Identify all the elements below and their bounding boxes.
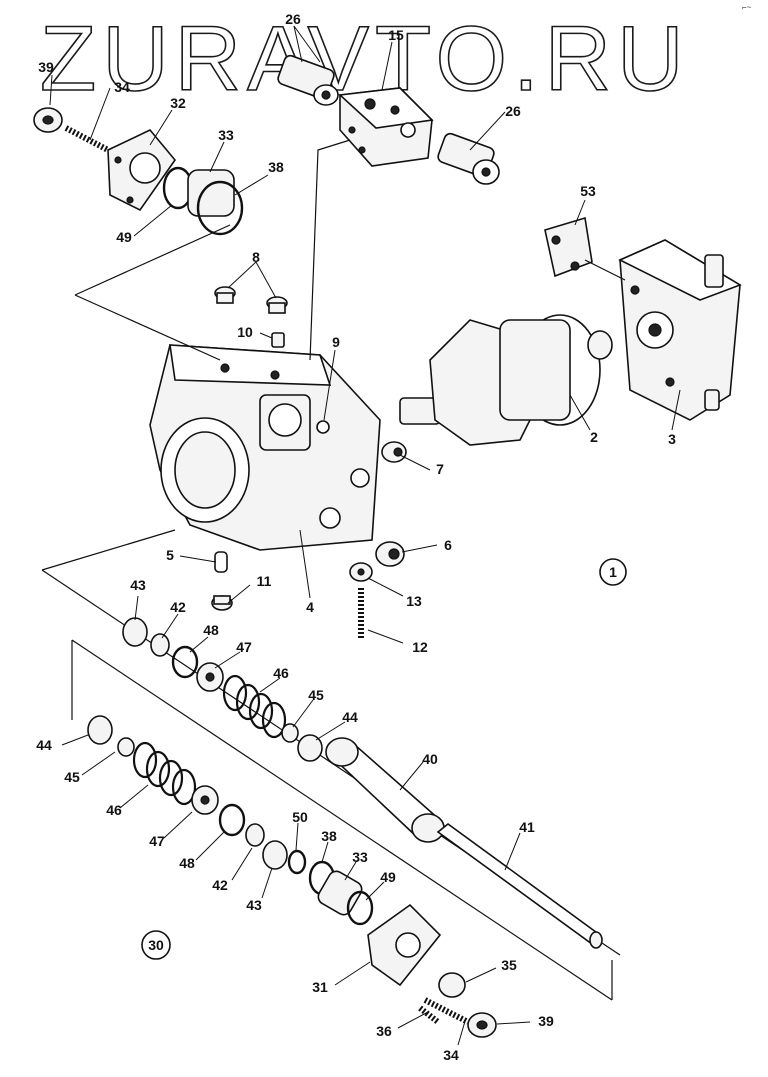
callout-44-upper: 44: [342, 709, 358, 725]
assembly-marker-1: 1: [599, 558, 627, 586]
plugs-8-10: [214, 286, 288, 348]
solenoid-26-right: [437, 132, 500, 185]
callout-10: 10: [237, 324, 253, 340]
bolt-34-top: [64, 125, 110, 153]
callout-44-lower: 44: [36, 737, 52, 753]
callout-12: 12: [412, 639, 428, 655]
end-cap-3: [618, 239, 742, 421]
callout-39-top: 39: [38, 59, 54, 75]
cover-group-top-left: [33, 107, 244, 236]
callout-13: 13: [406, 593, 422, 609]
callout-7: 7: [436, 461, 444, 477]
callout-47-lower: 47: [149, 833, 165, 849]
small-parts-housing: [211, 420, 407, 638]
callout-50: 50: [292, 809, 308, 825]
callout-49-top: 49: [116, 229, 132, 245]
callout-6: 6: [444, 537, 452, 553]
callout-labels: 26 15 26 39 34 32 33 38 49 53 8 10 9 7 2…: [36, 11, 676, 1063]
callout-9: 9: [332, 334, 340, 350]
callout-38-top: 38: [268, 159, 284, 175]
callout-2: 2: [590, 429, 598, 445]
callout-45-upper: 45: [308, 687, 324, 703]
callout-48-upper: 48: [203, 622, 219, 638]
callout-31: 31: [312, 979, 328, 995]
valve-53: [544, 216, 593, 278]
callout-49-lower: 49: [380, 869, 396, 885]
callout-15: 15: [388, 27, 404, 43]
callout-42-upper: 42: [170, 599, 186, 615]
watermark-text: ZURAVTO.RU: [40, 8, 690, 110]
callout-46-upper: 46: [273, 665, 289, 681]
callout-47-upper: 47: [236, 639, 252, 655]
callout-8: 8: [252, 249, 260, 265]
solenoid-26-left: [277, 54, 339, 106]
callout-40: 40: [422, 751, 438, 767]
solenoid-valve-group: [277, 54, 500, 185]
valve-block-15: [338, 87, 434, 167]
callout-43-lower: 43: [246, 897, 262, 913]
callout-33-lower: 33: [352, 849, 368, 865]
callout-leaders: [49, 25, 681, 1046]
callout-46-lower: 46: [106, 802, 122, 818]
callout-34-lower: 34: [443, 1047, 459, 1063]
callout-34-top: 34: [114, 79, 130, 95]
assembly-marker-30: 30: [141, 930, 171, 960]
upper-spring-stack: [122, 617, 323, 762]
callout-32: 32: [170, 95, 186, 111]
pump-housing-4: [149, 344, 381, 551]
callout-48-lower: 48: [179, 855, 195, 871]
oring-38-top: [196, 180, 244, 236]
callout-42-lower: 42: [212, 877, 228, 893]
svg-text:1: 1: [609, 564, 617, 580]
callout-53: 53: [580, 183, 596, 199]
callout-11: 11: [257, 573, 272, 589]
callout-4: 4: [306, 599, 314, 615]
rotating-group-2: [399, 314, 613, 446]
corner-mark: ⌐~: [742, 3, 752, 12]
callout-5: 5: [166, 547, 174, 563]
callout-45-lower: 45: [64, 769, 80, 785]
callout-36: 36: [376, 1023, 392, 1039]
callout-35: 35: [501, 957, 517, 973]
callout-39-lower: 39: [538, 1013, 554, 1029]
callout-38-lower: 38: [321, 828, 337, 844]
svg-text:30: 30: [148, 937, 164, 953]
callout-41: 41: [519, 819, 535, 835]
callout-33-top: 33: [218, 127, 234, 143]
callout-26-left: 26: [285, 11, 301, 27]
callout-26-right: 26: [505, 103, 521, 119]
lower-spring-stack: [87, 715, 497, 1038]
callout-3: 3: [668, 431, 676, 447]
bushing-33-top: [187, 169, 235, 217]
callout-43-upper: 43: [130, 577, 146, 593]
shaft-41: [436, 822, 603, 949]
